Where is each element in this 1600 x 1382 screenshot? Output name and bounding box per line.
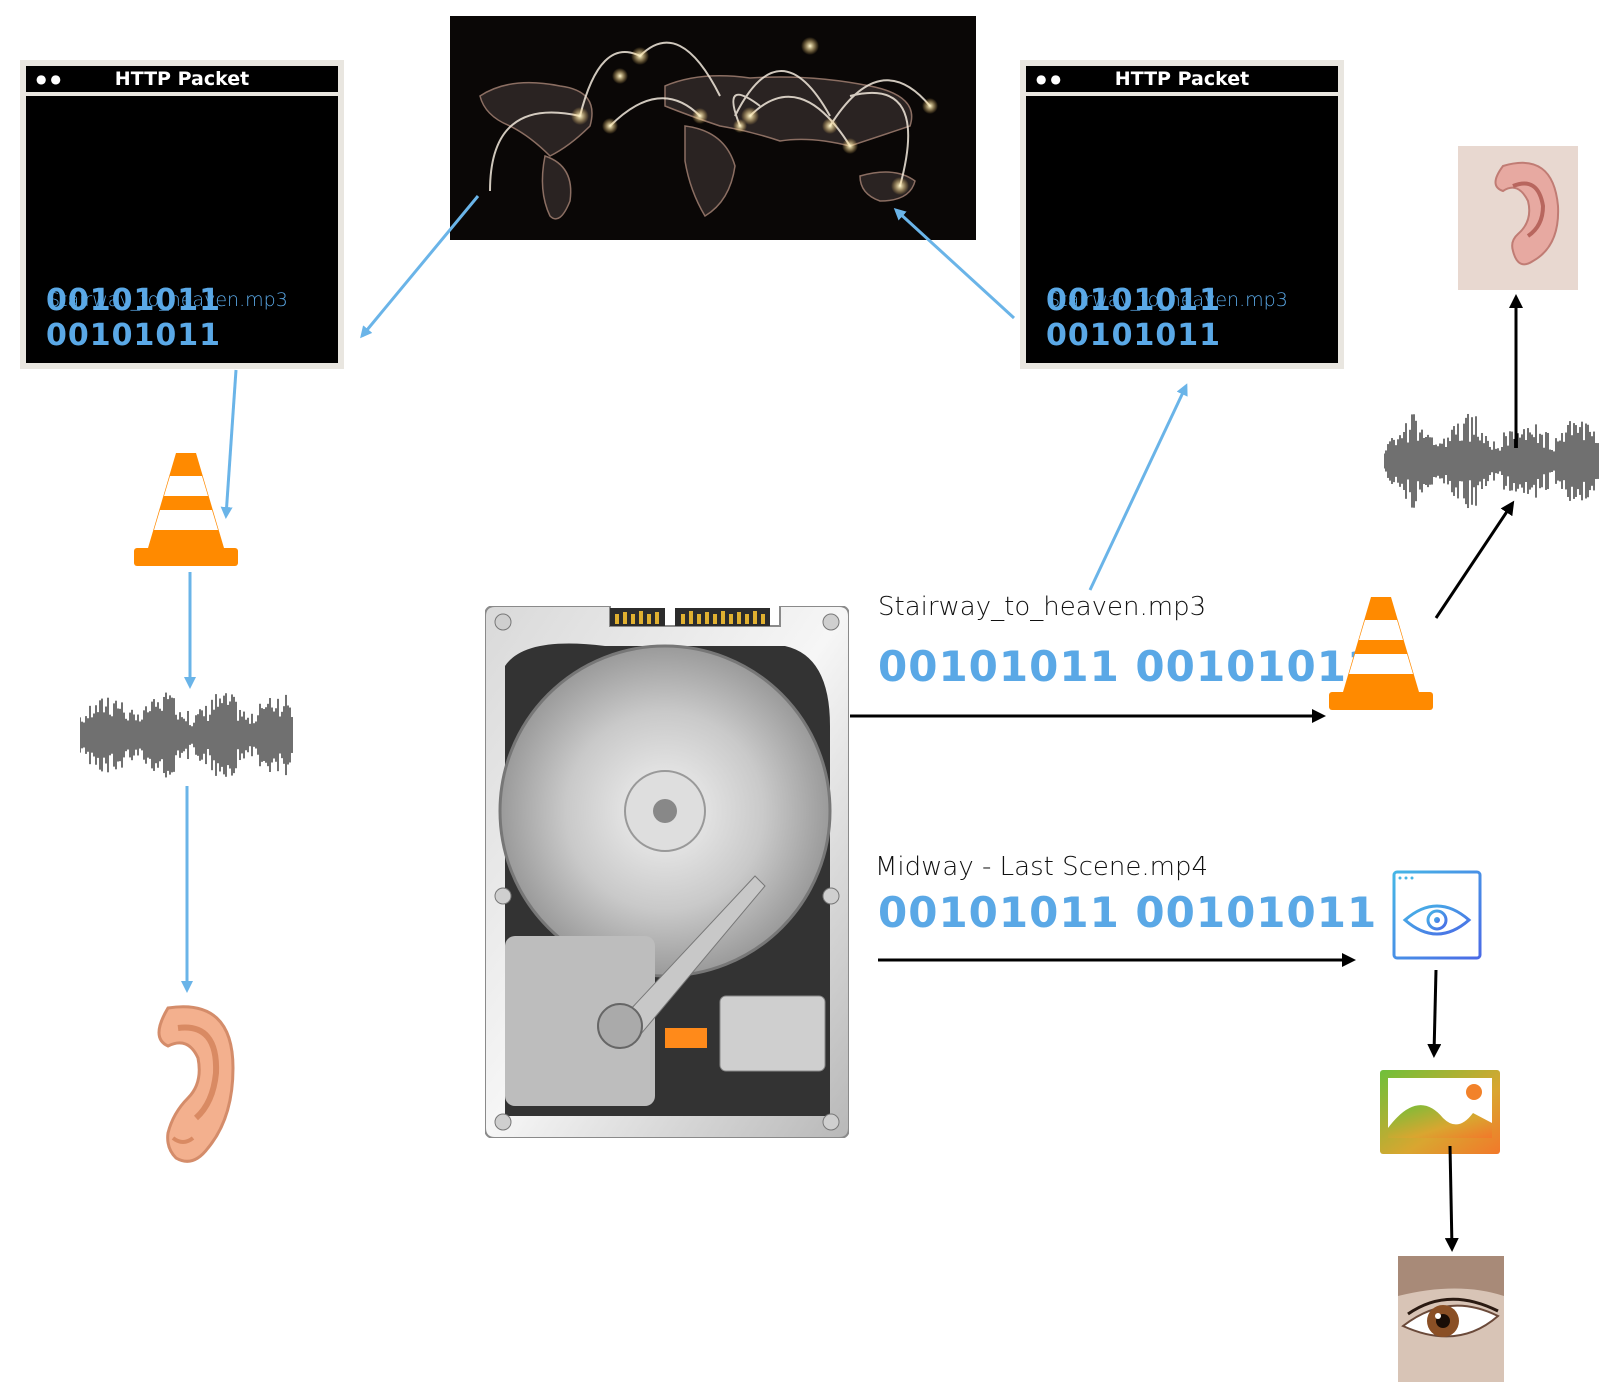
ear-photo-icon [1458, 146, 1578, 290]
arrow-drive-to-packet-right [1088, 383, 1188, 591]
soundwave-icon [1383, 406, 1600, 516]
packet-filename: Stairway_to_heaven.mp3 [48, 289, 288, 311]
window-dots-icon: ●● [1036, 72, 1065, 86]
eye-window-icon [1392, 870, 1482, 960]
packet-bits: 00101011 00101011 [1046, 283, 1221, 353]
world-map-icon [450, 16, 976, 240]
http-packet-window-left: ●● HTTP Packet Stairway_to_heaven.mp3 00… [20, 60, 344, 369]
vlc-cone-icon [1327, 592, 1435, 714]
window-dots-icon: ●● [36, 72, 65, 86]
packet-screen: Stairway_to_heaven.mp3 00101011 00101011 [1026, 96, 1338, 363]
audio-bits: 00101011 00101011 [878, 642, 1378, 691]
ear-icon [138, 998, 238, 1168]
image-icon [1378, 1068, 1502, 1156]
packet-screen: Stairway_to_heaven.mp3 00101011 00101011 [26, 96, 338, 363]
packet-titlebar: ●● HTTP Packet [1026, 66, 1338, 92]
eye-photo-icon [1398, 1256, 1504, 1382]
packet-bits: 00101011 00101011 [46, 283, 221, 353]
hard-drive-icon [484, 605, 850, 1139]
packet-filename: Stairway_to_heaven.mp3 [1048, 289, 1288, 311]
vlc-cone-icon [132, 448, 240, 570]
http-packet-window-right: ●● HTTP Packet Stairway_to_heaven.mp3 00… [1020, 60, 1344, 369]
video-bits: 00101011 00101011 [878, 888, 1378, 937]
packet-title: HTTP Packet [114, 68, 250, 90]
video-filename: Midway - Last Scene.mp4 [875, 852, 1208, 882]
arrow-eye-to-image [1427, 969, 1442, 1058]
arrow-image-to-eye-photo [1444, 1145, 1459, 1252]
packet-titlebar: ●● HTTP Packet [26, 66, 338, 92]
packet-title: HTTP Packet [1114, 68, 1250, 90]
arrow-vlc-to-wave-right [1434, 500, 1515, 619]
audio-filename: Stairway_to_heaven.mp3 [878, 592, 1207, 622]
soundwave-icon [79, 680, 294, 790]
